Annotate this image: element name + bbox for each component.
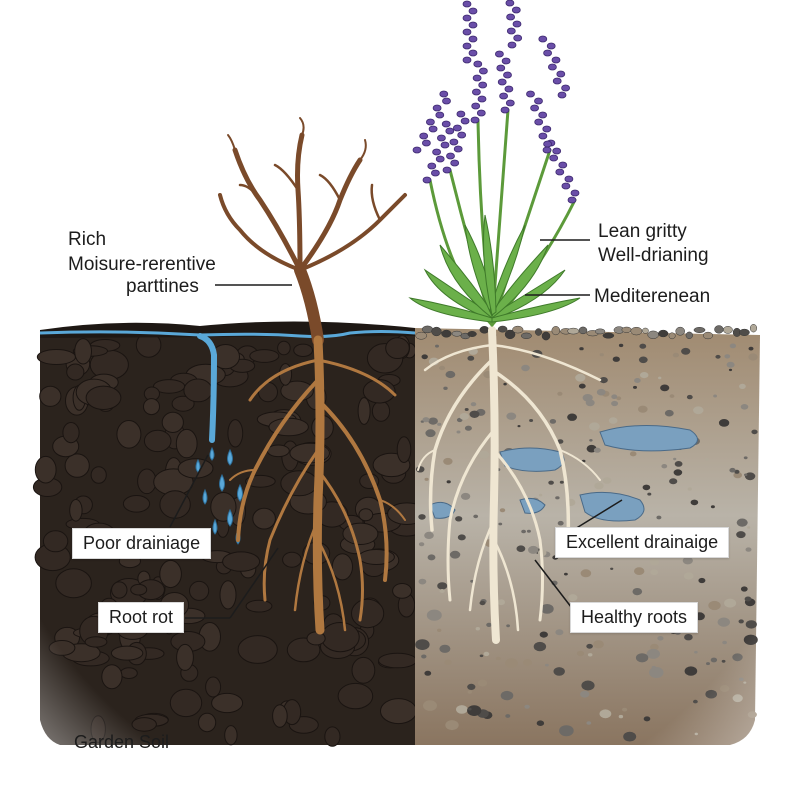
left-heading-line1: Rich (68, 229, 107, 250)
left-heading-line3: parttines (126, 276, 199, 297)
left-heading-line2: Moisure-rerentive (68, 254, 216, 275)
healthy-roots-label: Healthy roots (570, 602, 699, 633)
right-heading-line1: Lean gritty (598, 221, 687, 242)
excellent-drainage-label: Excellent drainaige (555, 527, 730, 558)
poor-drainage-label: Poor drainiage (72, 528, 212, 559)
mediterranean-label: Mediterenean (594, 286, 711, 307)
garden-soil-label: Garden Soil (74, 732, 170, 752)
root-rot-label: Root rot (98, 602, 185, 633)
right-heading-line2: Well-drianing (598, 245, 709, 266)
leader-lines (169, 239, 623, 619)
